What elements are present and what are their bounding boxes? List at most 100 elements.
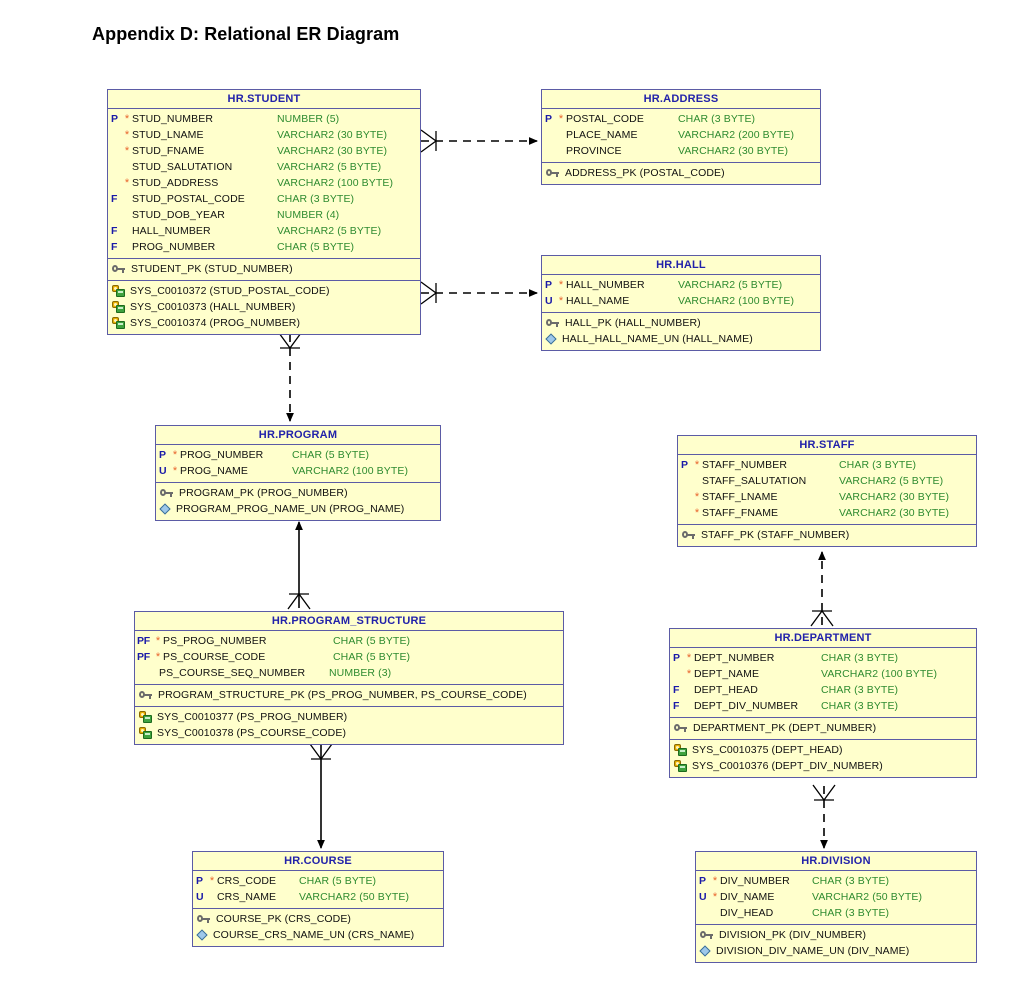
column-name: DEPT_DIV_NUMBER bbox=[694, 700, 799, 712]
column-name: PROVINCE bbox=[566, 145, 622, 157]
column-key-flag: U bbox=[196, 891, 204, 903]
column-required-marker: * bbox=[558, 279, 564, 291]
constraint-row[interactable]: COURSE_PK (CRS_CODE) bbox=[193, 911, 443, 927]
constraint-row[interactable]: COURSE_CRS_NAME_UN (CRS_NAME) bbox=[193, 927, 443, 943]
column-name: STAFF_FNAME bbox=[702, 507, 779, 519]
column-required-marker: * bbox=[172, 449, 178, 461]
foreign-key-list: SYS_C0010372 (STUD_POSTAL_CODE) SYS_C0010… bbox=[108, 281, 420, 334]
entity-title: HR.HALL bbox=[542, 256, 820, 275]
foreign-key-row[interactable]: SYS_C0010372 (STUD_POSTAL_CODE) bbox=[108, 283, 420, 299]
constraint-row[interactable]: PROGRAM_PROG_NAME_UN (PROG_NAME) bbox=[156, 501, 440, 517]
column-required-marker: * bbox=[124, 129, 130, 141]
column-key-flag: P bbox=[681, 459, 689, 471]
foreign-key-row[interactable]: SYS_C0010375 (DEPT_HEAD) bbox=[670, 742, 976, 758]
constraint-row[interactable]: ADDRESS_PK (POSTAL_CODE) bbox=[542, 165, 820, 181]
column-datatype: VARCHAR2 (30 BYTE) bbox=[839, 507, 950, 519]
column-name: PROG_NAME bbox=[180, 465, 248, 477]
column-datatype: CHAR (3 BYTE) bbox=[812, 875, 890, 887]
constraint-row[interactable]: STUDENT_PK (STUD_NUMBER) bbox=[108, 261, 420, 277]
column-name: DIV_NAME bbox=[720, 891, 775, 903]
column-datatype: NUMBER (3) bbox=[329, 667, 392, 679]
column-datatype: CHAR (3 BYTE) bbox=[277, 193, 355, 205]
constraint-label: PROGRAM_PROG_NAME_UN (PROG_NAME) bbox=[176, 503, 405, 515]
column-key-flag: PF bbox=[137, 651, 150, 663]
constraint-label: DEPARTMENT_PK (DEPT_NUMBER) bbox=[693, 722, 877, 734]
foreign-key-row[interactable]: SYS_C0010373 (HALL_NUMBER) bbox=[108, 299, 420, 315]
column-name: HALL_NUMBER bbox=[566, 279, 645, 291]
relationship-department-division bbox=[812, 784, 836, 849]
constraint-row[interactable]: HALL_HALL_NAME_UN (HALL_NAME) bbox=[542, 331, 820, 347]
constraint-row[interactable]: HALL_PK (HALL_NUMBER) bbox=[542, 315, 820, 331]
relationship-student-address bbox=[420, 129, 538, 153]
entity-title: HR.STAFF bbox=[678, 436, 976, 455]
column-name: STUD_ADDRESS bbox=[132, 177, 219, 189]
foreign-key-row[interactable]: SYS_C0010376 (DEPT_DIV_NUMBER) bbox=[670, 758, 976, 774]
constraint-label: PROGRAM_STRUCTURE_PK (PS_PROG_NUMBER, PS… bbox=[158, 689, 527, 701]
constraint-row[interactable]: DIVISION_PK (DIV_NUMBER) bbox=[696, 927, 976, 943]
constraint-row[interactable]: DIVISION_DIV_NAME_UN (DIV_NAME) bbox=[696, 943, 976, 959]
constraint-list: HALL_PK (HALL_NUMBER)HALL_HALL_NAME_UN (… bbox=[542, 313, 820, 350]
foreign-key-row[interactable]: SYS_C0010377 (PS_PROG_NUMBER) bbox=[135, 709, 563, 725]
foreign-key-row[interactable]: SYS_C0010378 (PS_COURSE_CODE) bbox=[135, 725, 563, 741]
foreign-key-label: SYS_C0010378 (PS_COURSE_CODE) bbox=[157, 727, 347, 739]
constraint-row[interactable]: STAFF_PK (STAFF_NUMBER) bbox=[678, 527, 976, 543]
column-required-marker: * bbox=[712, 875, 718, 887]
column-required-marker: * bbox=[686, 668, 692, 680]
foreign-key-list: SYS_C0010375 (DEPT_HEAD)SYS_C0010376 (DE… bbox=[670, 740, 976, 777]
column-datatype: CHAR (3 BYTE) bbox=[678, 113, 756, 125]
column-required-marker: * bbox=[124, 113, 130, 125]
constraint-row[interactable]: PROGRAM_PK (PROG_NUMBER) bbox=[156, 485, 440, 501]
constraint-row[interactable]: DEPARTMENT_PK (DEPT_NUMBER) bbox=[670, 720, 976, 736]
column-datatype: CHAR (3 BYTE) bbox=[839, 459, 917, 471]
pk-icon bbox=[112, 264, 126, 274]
foreign-key-label: SYS_C0010373 (HALL_NUMBER) bbox=[130, 301, 296, 313]
foreign-key-row[interactable]: SYS_C0010374 (PROG_NUMBER) bbox=[108, 315, 420, 331]
constraint-row[interactable]: PROGRAM_STRUCTURE_PK (PS_PROG_NUMBER, PS… bbox=[135, 687, 563, 703]
column-name: STAFF_SALUTATION bbox=[702, 475, 807, 487]
constraint-list: COURSE_PK (CRS_CODE)COURSE_CRS_NAME_UN (… bbox=[193, 909, 443, 946]
